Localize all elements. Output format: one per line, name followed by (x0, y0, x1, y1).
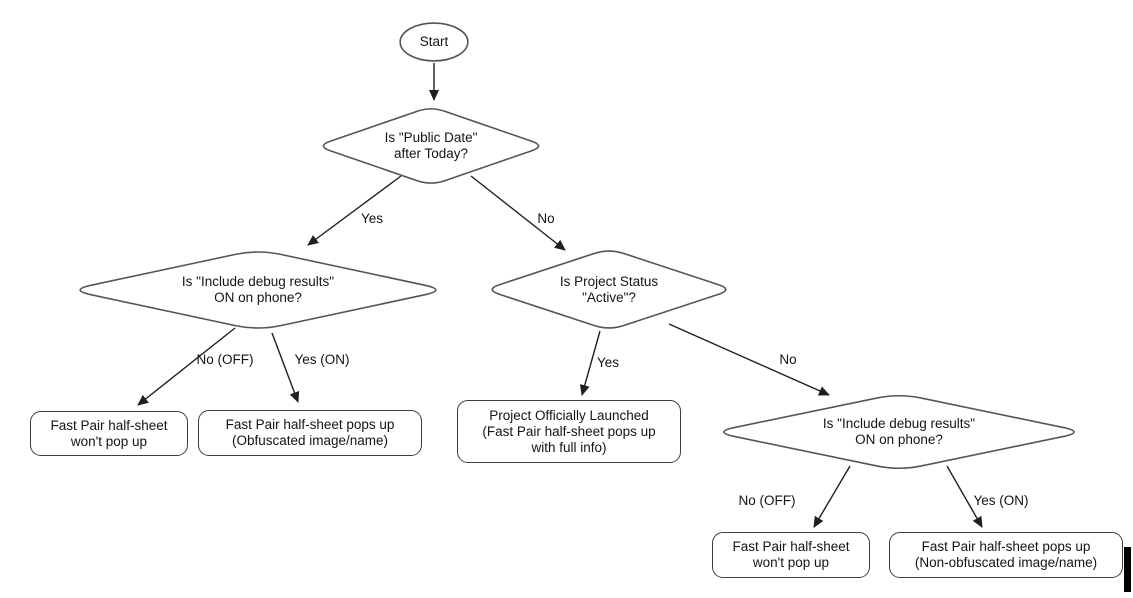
edge-label-status-no: No (779, 352, 797, 367)
node-decision-project-status: Is Project Status "Active"? (481, 246, 737, 333)
edge-label-public-yes: Yes (360, 211, 384, 226)
edge-debug-left-yes (271, 332, 300, 403)
node-result-no-popup-left: Fast Pair half-sheet won't pop up (30, 411, 188, 456)
node-decision-debug-left-label: Is "Include debug results" ON on phone? (181, 274, 335, 305)
edge-label-debug-right-yes: Yes (ON) (973, 493, 1029, 508)
node-start: Start (398, 21, 470, 63)
edge-debug-left-no (137, 327, 236, 406)
node-decision-debug-right: Is "Include debug results" ON on phone? (707, 391, 1091, 473)
diamond-shape (481, 246, 737, 333)
edge-label-debug-right-no: No (OFF) (738, 493, 796, 508)
edge-status-yes (579, 330, 601, 396)
node-decision-debug-left: Is "Include debug results" ON on phone? (63, 247, 453, 333)
diamond-shape (63, 247, 453, 333)
node-result-no-popup-right: Fast Pair half-sheet won't pop up (712, 532, 870, 578)
node-decision-project-status-label: Is Project Status "Active"? (559, 273, 659, 305)
edge-debug-right-yes (946, 465, 983, 528)
node-result-non-obfuscated: Fast Pair half-sheet pops up (Non-obfusc… (889, 532, 1123, 578)
node-result-launched-label: Project Officially Launched (Fast Pair h… (482, 407, 656, 455)
text-cursor-artifact (1124, 547, 1131, 592)
edge-label-status-yes: Yes (596, 355, 620, 370)
edge-debug-right-no (813, 465, 851, 528)
node-result-launched: Project Officially Launched (Fast Pair h… (457, 400, 681, 463)
edge-label-debug-left-no: No (OFF) (196, 352, 254, 367)
oval-shape (398, 21, 470, 63)
node-result-no-popup-left-label: Fast Pair half-sheet won't pop up (50, 417, 168, 449)
edge-label-public-no: No (537, 211, 555, 226)
diamond-shape (313, 104, 549, 188)
edge-public-date-yes (307, 175, 402, 246)
node-result-non-obfuscated-label: Fast Pair half-sheet pops up (Non-obfusc… (914, 539, 1098, 570)
node-decision-public-date: Is "Public Date" after Today? (313, 104, 549, 188)
edge-status-no (668, 323, 830, 396)
edge-label-debug-left-yes: Yes (ON) (294, 352, 350, 367)
node-result-obfuscated-label: Fast Pair half-sheet pops up (Obfuscated… (225, 417, 395, 448)
diamond-shape (707, 391, 1091, 473)
node-start-label: Start (419, 34, 449, 49)
node-decision-public-date-label: Is "Public Date" after Today? (384, 130, 478, 161)
node-result-no-popup-right-label: Fast Pair half-sheet won't pop up (732, 539, 850, 570)
node-result-obfuscated: Fast Pair half-sheet pops up (Obfuscated… (198, 410, 422, 456)
edge-public-date-no (470, 175, 566, 251)
node-decision-debug-right-label: Is "Include debug results" ON on phone? (822, 416, 976, 447)
